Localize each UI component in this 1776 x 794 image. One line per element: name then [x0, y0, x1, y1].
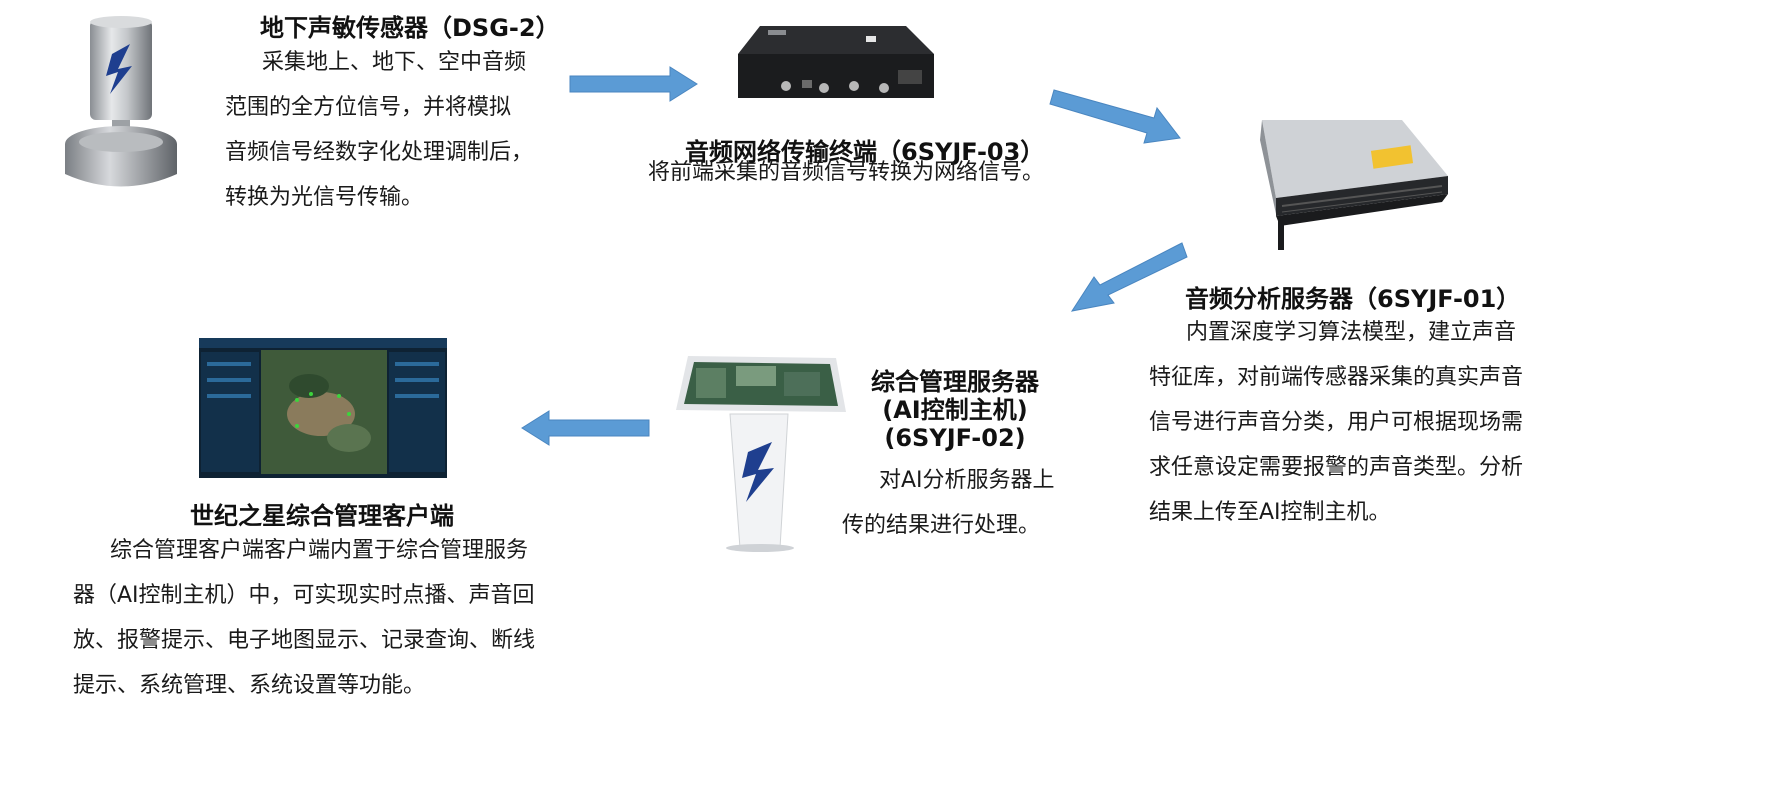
management-title-line-1: 综合管理服务器	[871, 368, 1039, 396]
analysis-desc-line-2: 特征库，对前端传感器采集的真实声音	[1149, 365, 1524, 390]
analysis-desc-line-3: 信号进行声音分类，用户可根据现场需	[1149, 410, 1524, 435]
analysis-desc-line-5: 结果上传至AI控制主机。	[1149, 500, 1391, 525]
sensor-title: 地下声敏传感器（DSG-2）	[260, 14, 560, 42]
client-desc-line-1: 综合管理客户端客户端内置于综合管理服务	[110, 538, 529, 563]
sound-sensor-image	[60, 14, 190, 199]
sensor-desc-line-1: 采集地上、地下、空中音频	[262, 50, 527, 75]
management-desc-line-1: 对AI分析服务器上	[879, 468, 1055, 493]
terminal-title: 音频网络传输终端（6SYJF-03）	[685, 138, 1045, 166]
sensor-description: 采集地上、地下、空中音频 范围的全方位信号，并将模拟 音频信号经数字化处理调制后…	[225, 40, 533, 220]
sensor-desc-line-4: 转换为光信号传输。	[225, 185, 424, 210]
analysis-server-description: 内置深度学习算法模型，建立声音 特征库，对前端传感器采集的真实声音 信号进行声音…	[1149, 310, 1523, 535]
management-server-description: 对AI分析服务器上 传的结果进行处理。	[842, 458, 1055, 548]
client-desc-line-4: 提示、系统管理、系统设置等功能。	[73, 673, 426, 698]
management-title-line-3: (6SYJF-02)	[884, 424, 1026, 452]
arrow-server-to-management	[1070, 241, 1188, 315]
arrow-terminal-to-server	[1049, 88, 1182, 144]
management-desc-line-2: 传的结果进行处理。	[842, 513, 1041, 538]
network-terminal-image	[738, 22, 938, 104]
client-software-image	[199, 338, 447, 478]
analysis-server-title: 音频分析服务器（6SYJF-01）	[1185, 285, 1521, 313]
client-title: 世纪之星综合管理客户端	[190, 502, 454, 530]
sensor-desc-line-3: 音频信号经数字化处理调制后，	[225, 140, 534, 165]
management-server-title: 综合管理服务器 (AI控制主机) (6SYJF-02)	[850, 368, 1060, 452]
management-title-line-2: (AI控制主机)	[882, 396, 1028, 424]
client-desc-line-2: 器（AI控制主机）中，可实现实时点播、声音回	[73, 583, 535, 608]
analysis-desc-line-4: 求任意设定需要报警的声音类型。分析	[1149, 455, 1524, 480]
terminal-description: 将前端采集的音频信号转换为网络信号。	[648, 160, 1045, 185]
arrow-management-to-client	[521, 410, 650, 446]
analysis-desc-line-1: 内置深度学习算法模型，建立声音	[1186, 320, 1517, 345]
arrow-sensor-to-terminal	[569, 66, 698, 102]
management-kiosk-image	[676, 352, 848, 552]
analysis-server-image	[1252, 118, 1452, 258]
client-description: 综合管理客户端客户端内置于综合管理服务 器（AI控制主机）中，可实现实时点播、声…	[73, 528, 535, 708]
sensor-desc-line-2: 范围的全方位信号，并将模拟	[225, 95, 512, 120]
client-desc-line-3: 放、报警提示、电子地图显示、记录查询、断线	[73, 628, 536, 653]
